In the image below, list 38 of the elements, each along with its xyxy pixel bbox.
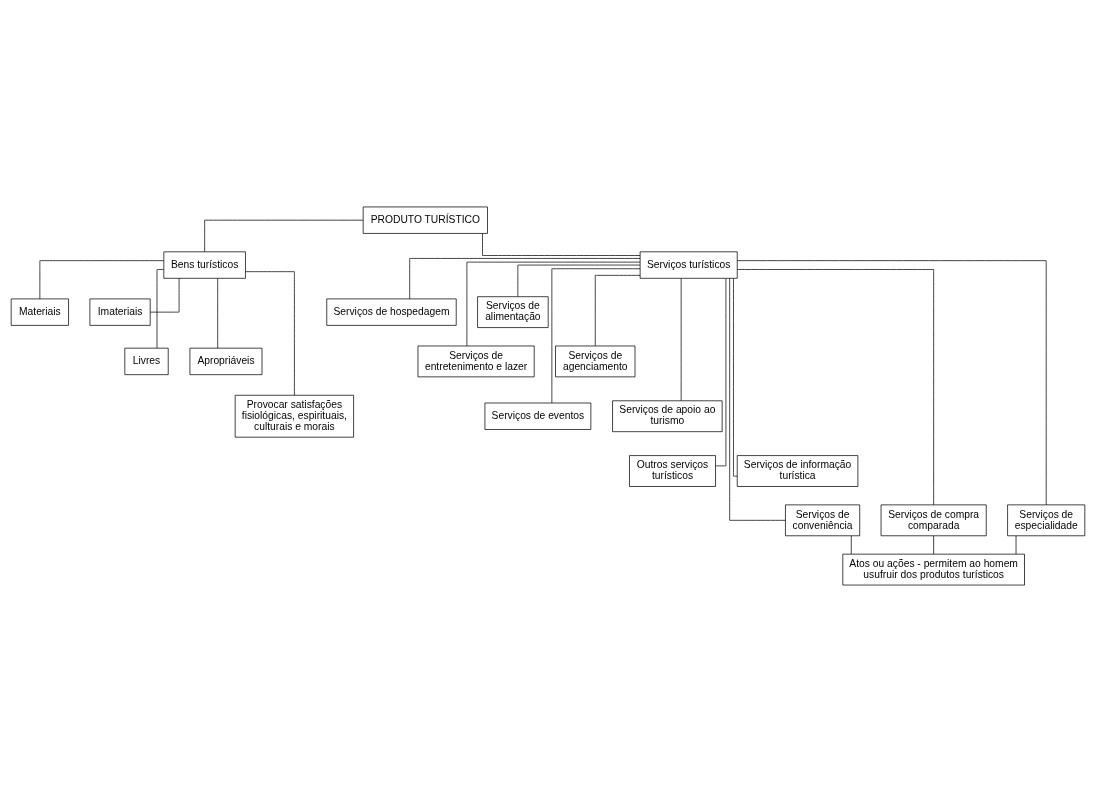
connector bbox=[736, 259, 1047, 505]
connector bbox=[156, 268, 164, 348]
node-box: Serviços de entretenimento e lazer bbox=[417, 345, 535, 377]
connector bbox=[149, 277, 180, 312]
node-box: Outros serviços turísticos bbox=[629, 454, 716, 487]
connector bbox=[204, 219, 364, 252]
node-box: Apropriáveis bbox=[189, 347, 263, 375]
connector bbox=[729, 277, 786, 521]
node-box: Serviços de eventos bbox=[484, 402, 592, 430]
node-box: Livres bbox=[124, 347, 169, 375]
connector bbox=[680, 277, 682, 401]
node-box: Serviços de apoio ao turismo bbox=[612, 399, 723, 432]
connector bbox=[409, 257, 641, 299]
node-box: PRODUTO TURÍSTICO bbox=[362, 206, 488, 234]
node-box: Serviços de agenciamento bbox=[555, 345, 636, 377]
connector bbox=[482, 232, 641, 256]
connector bbox=[594, 274, 641, 346]
connector bbox=[715, 277, 727, 466]
connector bbox=[245, 270, 295, 396]
node-box: Provocar satisfações fisiológicas, espirituais, culturais e morais bbox=[234, 394, 354, 438]
node-box: Serviços de compra comparada bbox=[880, 504, 987, 536]
node-box: Bens turísticos bbox=[163, 250, 246, 279]
connector bbox=[517, 264, 641, 297]
node-box: Serviços de alimentação bbox=[477, 295, 549, 328]
node-box: Imateriais bbox=[89, 298, 151, 326]
connector bbox=[733, 277, 738, 477]
node-box: Serviços de hospedagem bbox=[326, 298, 457, 326]
connector bbox=[933, 535, 935, 554]
connector bbox=[737, 268, 935, 505]
node-box: Serviços turísticos bbox=[639, 250, 738, 279]
node-box: Serviços de informação turística bbox=[736, 454, 859, 487]
connector bbox=[217, 277, 219, 348]
node-box: Serviços de conveniência bbox=[785, 504, 861, 536]
connector bbox=[39, 259, 165, 299]
node-box: Atos ou ações - permitem ao homem usufruir dos produtos turísticos bbox=[842, 553, 1025, 585]
connector bbox=[551, 267, 641, 403]
node-box: Serviços de especialidade bbox=[1007, 504, 1086, 536]
node-box: Materiais bbox=[10, 298, 69, 326]
